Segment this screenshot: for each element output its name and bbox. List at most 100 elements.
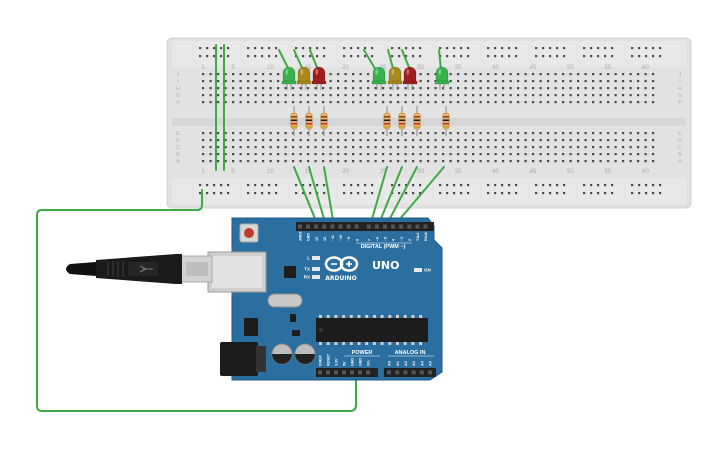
breadboard-hole[interactable] [629,94,632,97]
breadboard-hole[interactable] [232,87,235,90]
breadboard-hole[interactable] [479,80,482,83]
breadboard-hole[interactable] [412,87,415,90]
rail-hole[interactable] [343,55,346,58]
breadboard-hole[interactable] [494,94,497,97]
breadboard-hole[interactable] [217,160,220,163]
breadboard-hole[interactable] [427,153,430,156]
breadboard-hole[interactable] [509,73,512,76]
breadboard-hole[interactable] [344,139,347,142]
breadboard-hole[interactable] [269,94,272,97]
rail-hole[interactable] [515,192,518,195]
breadboard-hole[interactable] [382,94,385,97]
rail-hole[interactable] [597,192,600,195]
breadboard-hole[interactable] [547,73,550,76]
breadboard-hole[interactable] [464,73,467,76]
breadboard-hole[interactable] [494,139,497,142]
led-green-3[interactable] [434,66,450,90]
breadboard-hole[interactable] [494,153,497,156]
breadboard-hole[interactable] [329,146,332,149]
breadboard-hole[interactable] [329,101,332,104]
rail-hole[interactable] [638,184,641,187]
breadboard-hole[interactable] [277,160,280,163]
rail-hole[interactable] [206,47,209,50]
rail-hole[interactable] [611,192,614,195]
breadboard-hole[interactable] [554,153,557,156]
breadboard-hole[interactable] [449,73,452,76]
breadboard-hole[interactable] [547,160,550,163]
breadboard-hole[interactable] [509,87,512,90]
rail-hole[interactable] [412,47,415,50]
breadboard-hole[interactable] [547,153,550,156]
breadboard-hole[interactable] [569,101,572,104]
rail-hole[interactable] [213,184,216,187]
breadboard-hole[interactable] [247,94,250,97]
breadboard-hole[interactable] [217,153,220,156]
breadboard-hole[interactable] [239,132,242,135]
breadboard-hole[interactable] [202,160,205,163]
breadboard-hole[interactable] [457,101,460,104]
rail-hole[interactable] [247,55,250,58]
breadboard-hole[interactable] [412,132,415,135]
digital-pin[interactable] [399,224,404,229]
breadboard-hole[interactable] [269,146,272,149]
breadboard-hole[interactable] [637,80,640,83]
breadboard-hole[interactable] [592,132,595,135]
led-yellow-2[interactable] [387,66,403,90]
breadboard-hole[interactable] [359,139,362,142]
breadboard-hole[interactable] [292,94,295,97]
breadboard-hole[interactable] [644,80,647,83]
rail-hole[interactable] [535,184,538,187]
breadboard-hole[interactable] [374,146,377,149]
breadboard-hole[interactable] [247,146,250,149]
breadboard-hole[interactable] [539,153,542,156]
breadboard-hole[interactable] [532,101,535,104]
rail-hole[interactable] [323,184,326,187]
rail-hole[interactable] [371,47,374,50]
breadboard-hole[interactable] [479,146,482,149]
breadboard-hole[interactable] [622,80,625,83]
breadboard-hole[interactable] [562,146,565,149]
rail-hole[interactable] [302,47,305,50]
breadboard-hole[interactable] [487,132,490,135]
breadboard-hole[interactable] [494,132,497,135]
breadboard-hole[interactable] [344,153,347,156]
wire-led-jumper-1[interactable] [278,49,290,71]
rail-hole[interactable] [357,184,360,187]
breadboard-hole[interactable] [562,153,565,156]
breadboard-hole[interactable] [404,132,407,135]
rail-hole[interactable] [309,47,312,50]
rail-hole[interactable] [391,184,394,187]
rail-hole[interactable] [549,47,552,50]
rail-hole[interactable] [652,47,655,50]
breadboard-hole[interactable] [359,101,362,104]
breadboard-hole[interactable] [434,73,437,76]
analog-pins[interactable] [387,370,432,375]
rail-hole[interactable] [405,55,408,58]
rail-hole[interactable] [501,55,504,58]
breadboard-hole[interactable] [247,139,250,142]
rail-hole[interactable] [309,192,312,195]
breadboard-hole[interactable] [329,153,332,156]
rail-hole[interactable] [487,55,490,58]
breadboard-hole[interactable] [569,132,572,135]
breadboard-hole[interactable] [562,132,565,135]
breadboard-hole[interactable] [344,132,347,135]
breadboard-hole[interactable] [247,87,250,90]
breadboard-hole[interactable] [262,153,265,156]
breadboard-hole[interactable] [277,153,280,156]
breadboard-hole[interactable] [479,101,482,104]
breadboard-hole[interactable] [614,139,617,142]
breadboard-hole[interactable] [337,153,340,156]
breadboard-hole[interactable] [419,139,422,142]
wire-led-jumper-2[interactable] [293,49,304,71]
breadboard-hole[interactable] [367,87,370,90]
breadboard-hole[interactable] [412,101,415,104]
breadboard-hole[interactable] [622,153,625,156]
breadboard-hole[interactable] [569,87,572,90]
rail-hole[interactable] [227,192,230,195]
breadboard-hole[interactable] [584,139,587,142]
rail-hole[interactable] [254,47,257,50]
breadboard-hole[interactable] [472,73,475,76]
breadboard-hole[interactable] [419,80,422,83]
rail-hole[interactable] [467,47,470,50]
